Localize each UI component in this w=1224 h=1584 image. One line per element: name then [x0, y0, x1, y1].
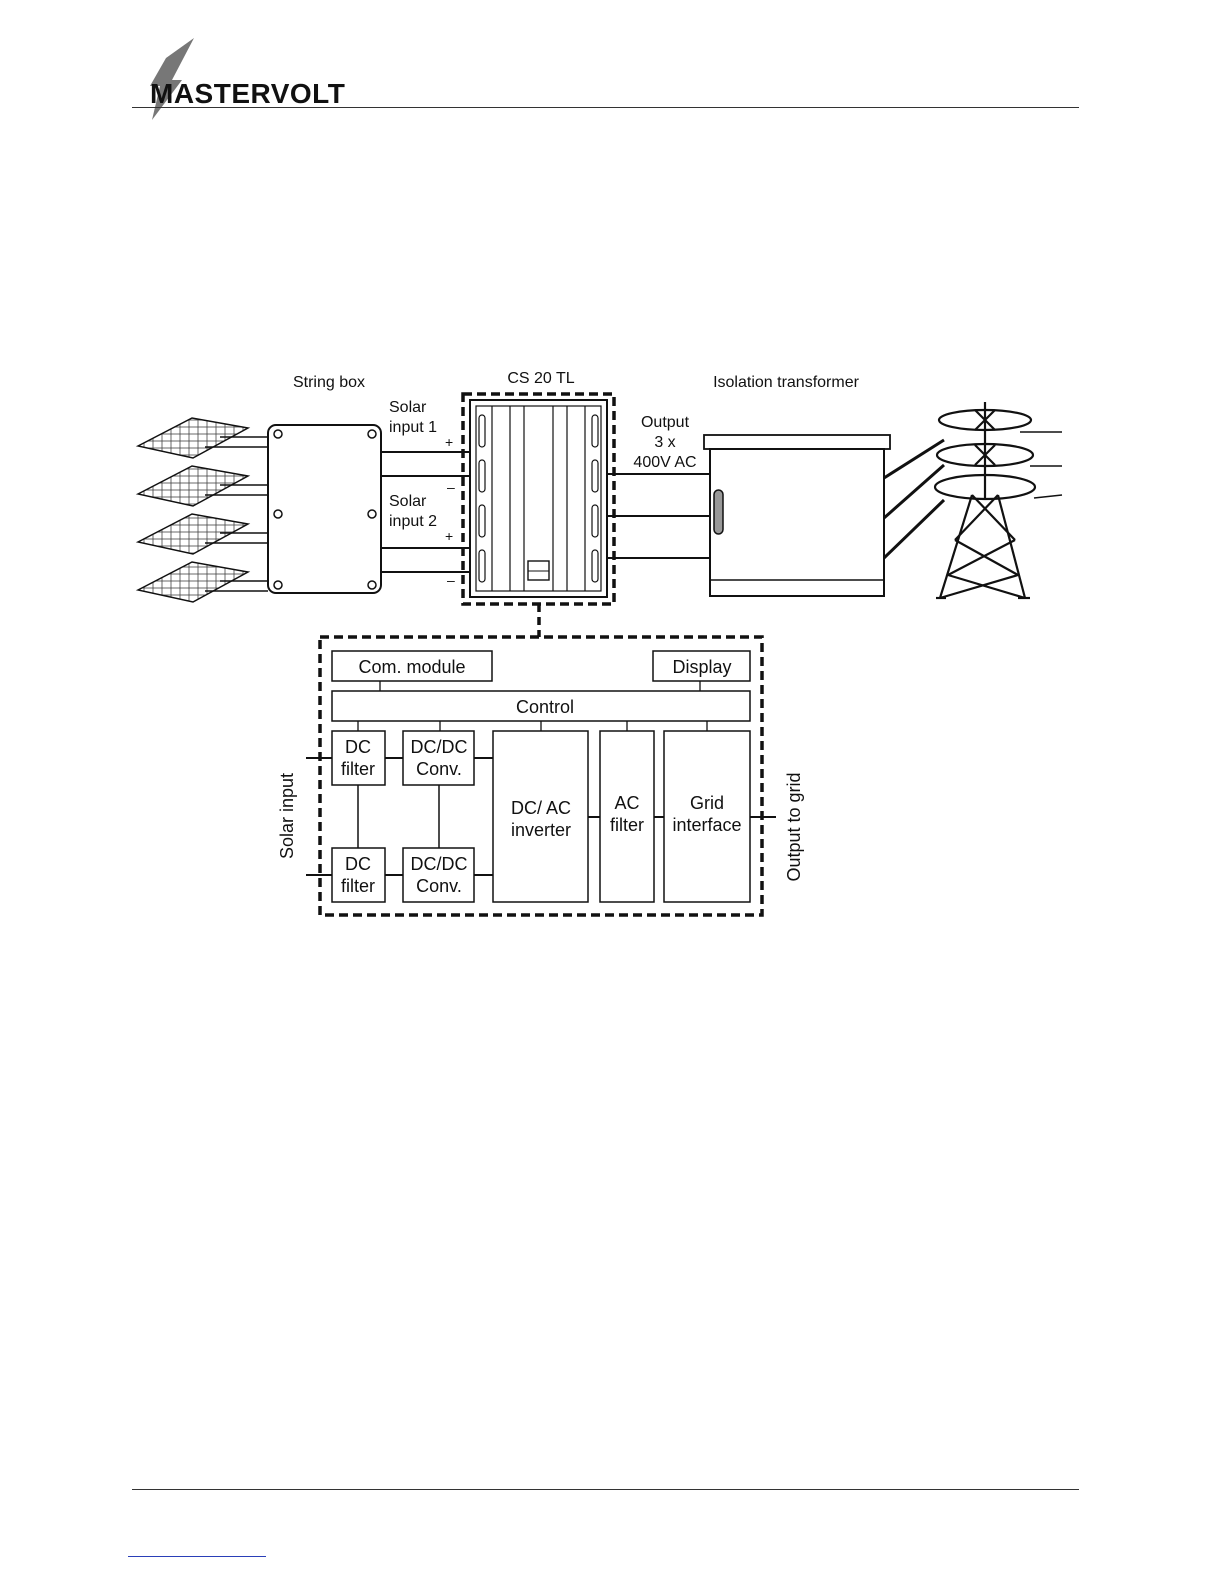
grid-interface-line2: interface [672, 815, 741, 835]
solar-input-1-line2: input 1 [389, 419, 437, 436]
power-pylon-icon [935, 402, 1062, 598]
dcac-inverter-line2: inverter [511, 820, 571, 840]
display-label: Display [672, 657, 731, 677]
ac-output-wires [607, 474, 710, 558]
output-to-grid-label: Output to grid [784, 772, 804, 881]
output-label-line2: 3 x [654, 434, 675, 451]
dcdc-conv-2-line2: Conv. [416, 876, 462, 896]
plus-sign-2: + [445, 528, 453, 544]
grid-interface-line1: Grid [690, 793, 724, 813]
dcdc-conv-2-line1: DC/DC [411, 854, 468, 874]
junction-box-icon [268, 425, 381, 593]
dc-filter-2-line1: DC [345, 854, 371, 874]
com-module-label: Com. module [358, 657, 465, 677]
ac-filter-line1: AC [614, 793, 639, 813]
string-box-label: String box [293, 374, 365, 391]
dc-filter-1-line1: DC [345, 737, 371, 757]
transformer-label: Isolation transformer [713, 374, 860, 391]
inverter-cabinet-icon [470, 400, 607, 597]
dcdc-conv-1-line1: DC/DC [411, 737, 468, 757]
dc-wires [381, 452, 470, 572]
solar-input-1-line1: Solar [389, 399, 427, 416]
dcac-inverter-line1: DC/ AC [511, 798, 571, 818]
footer-rule [132, 1489, 1079, 1490]
solar-input-label: Solar input [277, 773, 297, 859]
plus-sign-1: + [445, 434, 453, 450]
dcdc-conv-1-line2: Conv. [416, 759, 462, 779]
solar-panel-icon [138, 418, 248, 602]
control-label: Control [516, 697, 574, 717]
transformer-cabinet-icon [704, 435, 890, 596]
dc-filter-1-line2: filter [341, 759, 375, 779]
solar-input-2-line1: Solar [389, 493, 427, 510]
minus-sign-2: – [447, 572, 455, 588]
minus-sign-1: – [447, 479, 455, 495]
output-label-line3: 400V AC [633, 454, 696, 471]
hv-lines [884, 440, 944, 558]
dc-filter-2-line2: filter [341, 876, 375, 896]
solar-input-2-line2: input 2 [389, 513, 437, 530]
footer-link-underline[interactable] [128, 1556, 266, 1557]
ac-filter-line2: filter [610, 815, 644, 835]
output-label-line1: Output [641, 414, 690, 431]
inverter-label: CS 20 TL [507, 370, 574, 387]
